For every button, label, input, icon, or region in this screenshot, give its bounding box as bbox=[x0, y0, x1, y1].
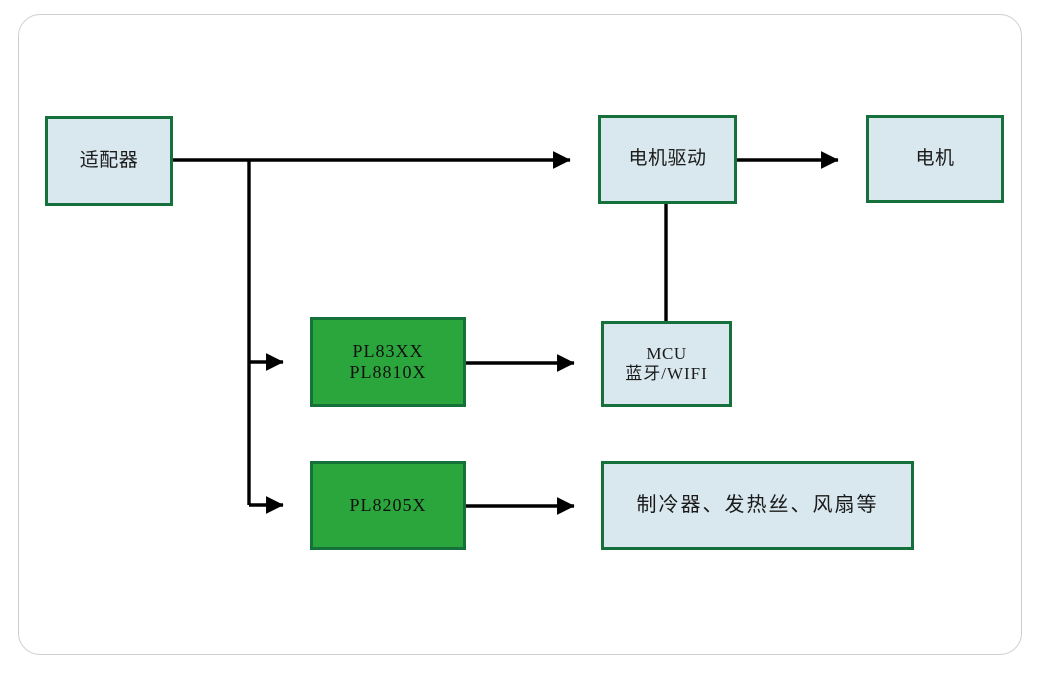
node-adapter[interactable]: 适配器 bbox=[45, 116, 173, 206]
node-pl83xx[interactable]: PL83XX PL8810X bbox=[310, 317, 466, 407]
node-pl83xx-label-line2: PL8810X bbox=[349, 362, 427, 382]
node-loads[interactable]: 制冷器、发热丝、风扇等 bbox=[601, 461, 914, 550]
node-motor-label: 电机 bbox=[915, 147, 955, 169]
node-mcu-label-line1: MCU bbox=[646, 343, 687, 363]
node-motor-driver-label: 电机驱动 bbox=[628, 148, 707, 170]
node-motor[interactable]: 电机 bbox=[866, 115, 1004, 203]
node-motor-driver[interactable]: 电机驱动 bbox=[598, 115, 737, 204]
node-mcu[interactable]: MCU 蓝牙/WIFI bbox=[601, 321, 732, 407]
node-pl8205x-label: PL8205X bbox=[349, 494, 427, 515]
node-mcu-label-line2: 蓝牙/WIFI bbox=[625, 364, 708, 383]
node-adapter-label: 适配器 bbox=[79, 149, 139, 171]
node-loads-label: 制冷器、发热丝、风扇等 bbox=[636, 493, 879, 516]
node-pl8205x[interactable]: PL8205X bbox=[310, 461, 466, 550]
node-pl83xx-label-line1: PL83XX bbox=[352, 340, 424, 361]
